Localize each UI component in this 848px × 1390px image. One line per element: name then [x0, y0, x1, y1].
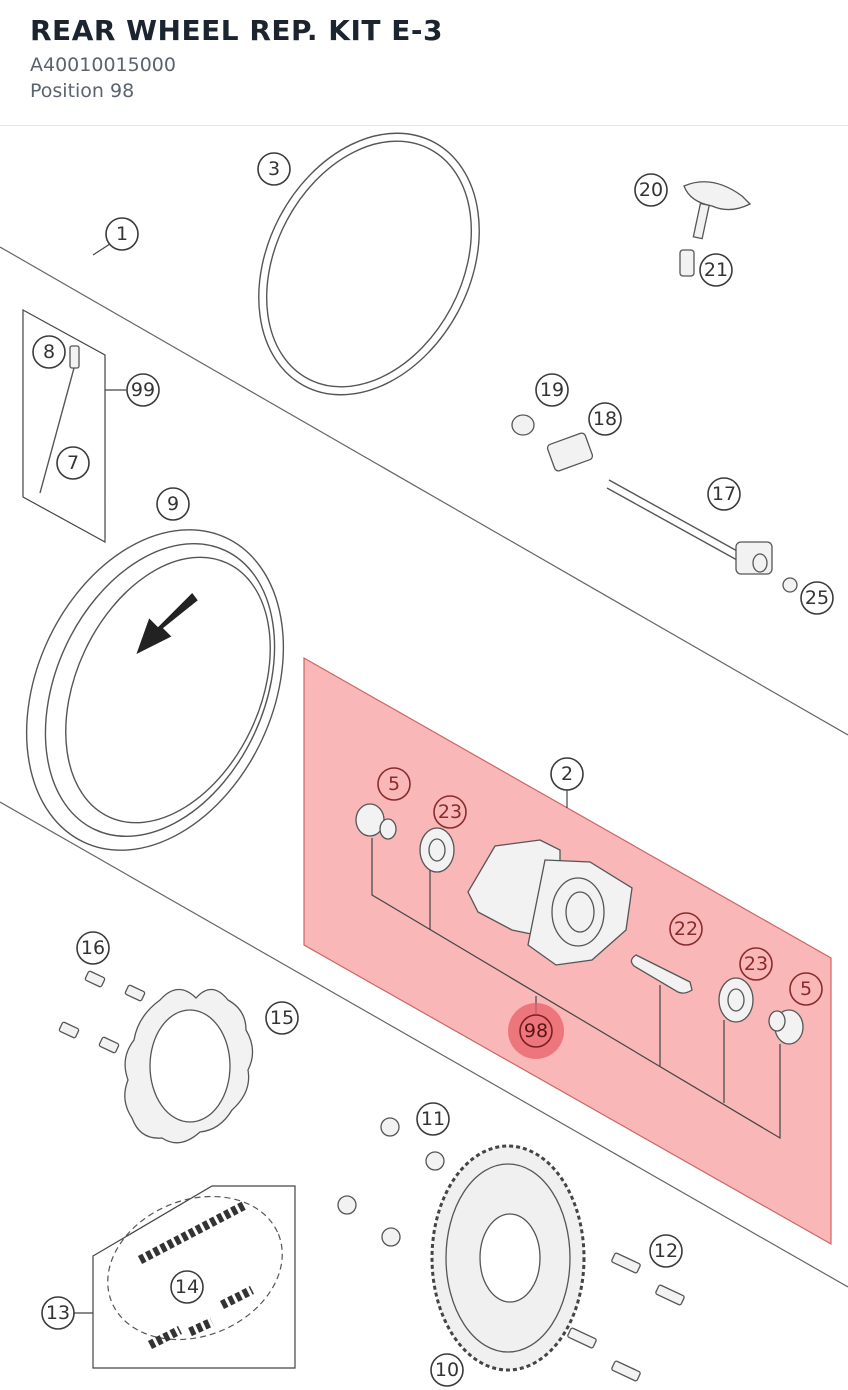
callout-18[interactable]: 18	[588, 402, 622, 436]
callout-99[interactable]: 99	[126, 373, 160, 407]
callout-15[interactable]: 15	[265, 1001, 299, 1035]
svg-text:99: 99	[131, 379, 155, 401]
callout-14[interactable]: 14	[170, 1270, 204, 1304]
diagram-frame-line-bottom	[0, 801, 848, 1288]
callout-20[interactable]: 20	[634, 173, 668, 207]
svg-text:12: 12	[654, 1240, 678, 1262]
callout-98-selected[interactable]: 98	[508, 1003, 564, 1059]
svg-text:16: 16	[81, 937, 105, 959]
part-hub[interactable]	[355, 803, 804, 1045]
part-brake-disc[interactable]	[124, 988, 254, 1144]
part-number: A40010015000	[30, 54, 176, 76]
svg-text:21: 21	[704, 259, 728, 281]
callout-23-right[interactable]: 23	[739, 947, 773, 981]
callout-9[interactable]: 9	[156, 487, 190, 521]
header: REAR WHEEL REP. KIT E-3 A40010015000 Pos…	[0, 0, 848, 126]
svg-text:9: 9	[167, 493, 179, 515]
svg-text:8: 8	[43, 341, 55, 363]
svg-text:25: 25	[805, 587, 829, 609]
callout-8[interactable]: 8	[32, 335, 66, 369]
svg-text:14: 14	[175, 1276, 199, 1298]
svg-text:11: 11	[421, 1108, 445, 1130]
page-title: REAR WHEEL REP. KIT E-3	[30, 14, 443, 47]
svg-text:5: 5	[388, 773, 400, 795]
part-screws-16[interactable]	[58, 970, 146, 1054]
svg-text:23: 23	[438, 801, 462, 823]
svg-text:23: 23	[744, 953, 768, 975]
position-label: Position 98	[30, 80, 135, 102]
svg-text:22: 22	[674, 918, 698, 940]
svg-text:18: 18	[593, 408, 617, 430]
svg-text:20: 20	[639, 179, 663, 201]
exploded-parts-diagram: 1 3 20 21 8 99 7 19 18 9 17 25 2 5 23 22…	[0, 126, 848, 1387]
callout-12[interactable]: 12	[649, 1234, 683, 1268]
callout-10[interactable]: 10	[430, 1353, 464, 1387]
svg-text:5: 5	[800, 978, 812, 1000]
svg-text:3: 3	[268, 158, 280, 180]
part-bolts-12[interactable]	[567, 1252, 685, 1382]
svg-text:19: 19	[540, 379, 564, 401]
diagram-frame-line-top	[0, 246, 848, 736]
svg-text:2: 2	[561, 763, 573, 785]
callout-22[interactable]: 22	[669, 912, 703, 946]
svg-text:13: 13	[46, 1302, 70, 1324]
svg-text:98: 98	[524, 1020, 548, 1042]
callout-5-left[interactable]: 5	[377, 767, 411, 801]
callout-16[interactable]: 16	[76, 931, 110, 965]
svg-text:7: 7	[67, 452, 79, 474]
svg-text:1: 1	[116, 223, 128, 245]
callout-19[interactable]: 19	[535, 373, 569, 407]
callout-25[interactable]: 25	[800, 581, 834, 615]
part-sprocket[interactable]	[430, 1144, 586, 1372]
callout-7[interactable]: 7	[56, 446, 90, 480]
part-rim[interactable]	[0, 488, 333, 892]
callout-11[interactable]: 11	[416, 1102, 450, 1136]
svg-text:15: 15	[270, 1007, 294, 1029]
kit-bracket-lines	[371, 790, 781, 1140]
callout-2[interactable]: 2	[550, 757, 584, 791]
callout-5-right[interactable]: 5	[789, 972, 823, 1006]
callout-1[interactable]: 1	[105, 217, 139, 251]
callout-21[interactable]: 21	[699, 253, 733, 287]
part-spoke-kit[interactable]	[22, 308, 126, 544]
part-axle[interactable]	[511, 414, 798, 593]
part-valve[interactable]	[679, 181, 752, 277]
part-chain[interactable]	[73, 1171, 304, 1369]
svg-text:17: 17	[712, 483, 736, 505]
part-tube[interactable]	[215, 126, 523, 433]
callout-3[interactable]: 3	[257, 152, 291, 186]
callout-13[interactable]: 13	[41, 1296, 75, 1330]
part-nuts-11[interactable]	[337, 1117, 445, 1247]
svg-text:10: 10	[435, 1359, 459, 1381]
callout-17[interactable]: 17	[707, 477, 741, 511]
callout-23-left[interactable]: 23	[433, 795, 467, 829]
